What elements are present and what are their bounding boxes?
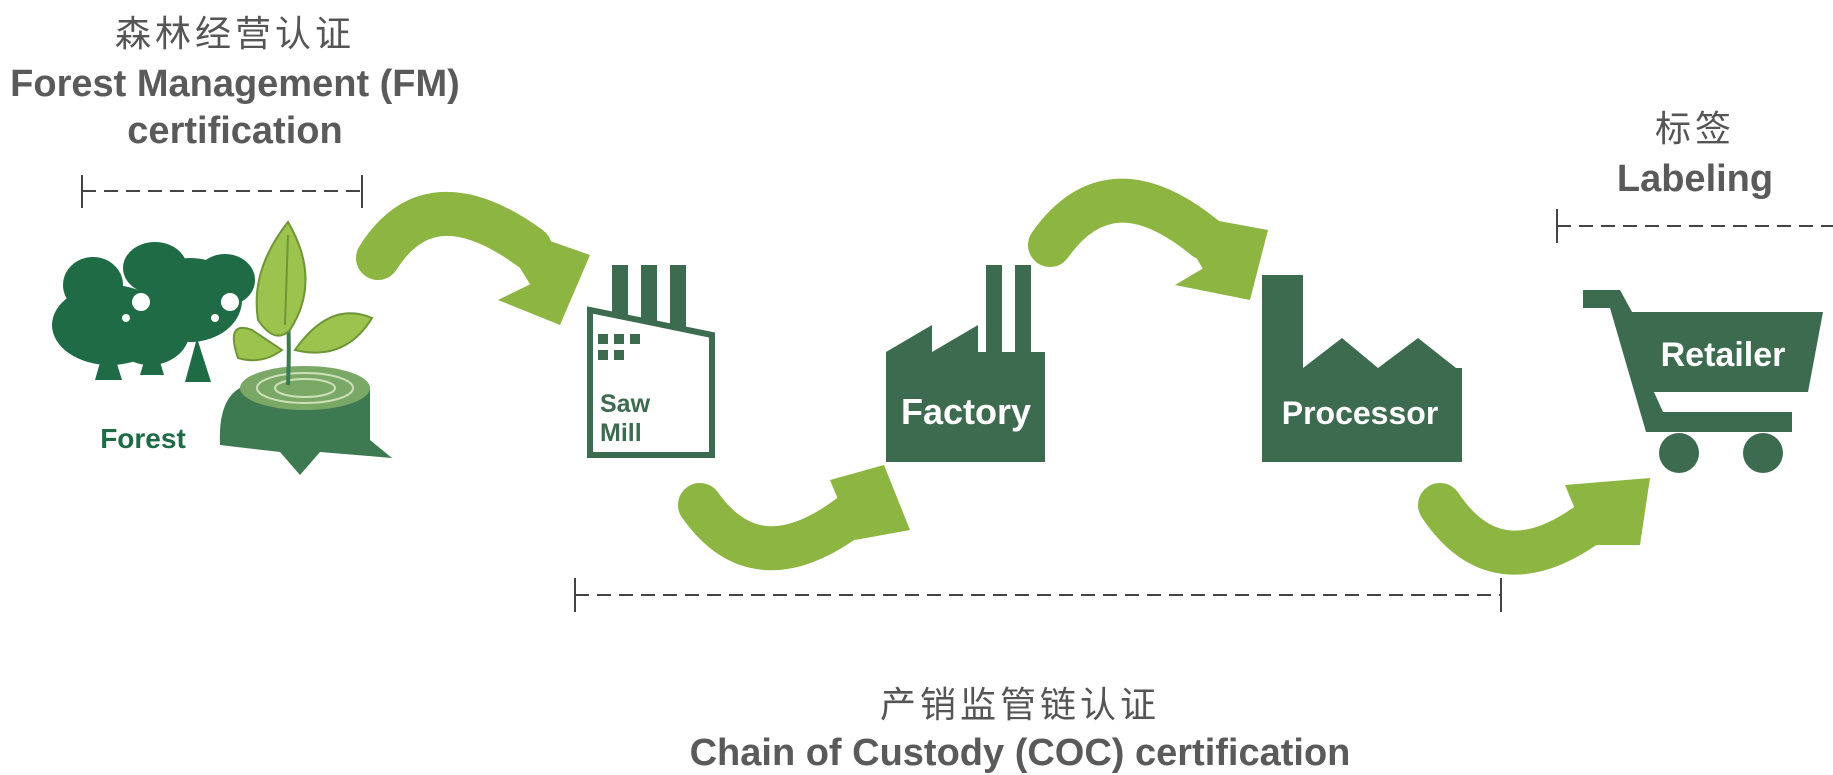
retailer-cart-icon [1583,290,1823,473]
sawmill-label-line1: Saw [600,390,651,418]
retailer-label: Retailer [1661,336,1786,374]
arrow-forest-to-sawmill [356,191,590,325]
fm-label-en-line1: Forest Management (FM) [10,63,460,105]
labeling-bracket [1556,209,1833,243]
fm-label: 森林经营认证 Forest Management (FM) certificat… [0,5,470,153]
arrow-sawmill-to-factory [678,465,910,571]
processor-icon [1262,275,1462,462]
fm-bracket [81,175,363,208]
coc-label-en: Chain of Custody (COC) certification [689,732,1351,774]
coc-label-cn: 产销监管链认证 [879,685,1160,726]
factory-icon [886,265,1045,462]
factory-label: Factory [901,391,1031,432]
labeling-label-en: Labeling [1616,158,1774,200]
forest-icon [52,220,392,475]
labeling-label-cn: 标签 [1654,109,1735,150]
processor-label: Processor [1282,395,1439,431]
sawmill-label-line2: Mill [600,419,642,447]
coc-label: 产销监管链认证 Chain of Custody (COC) certifica… [620,676,1420,775]
arrow-factory-to-processor [1028,178,1268,300]
labeling-label: 标签 Labeling [1580,100,1810,201]
arrow-processor-to-retailer [1418,478,1650,575]
coc-bracket [574,578,1502,612]
sawmill-icon [587,265,715,458]
fm-label-cn: 森林经营认证 [114,14,355,55]
forest-label: Forest [100,423,186,454]
fm-label-en-line2: certification [127,110,343,152]
